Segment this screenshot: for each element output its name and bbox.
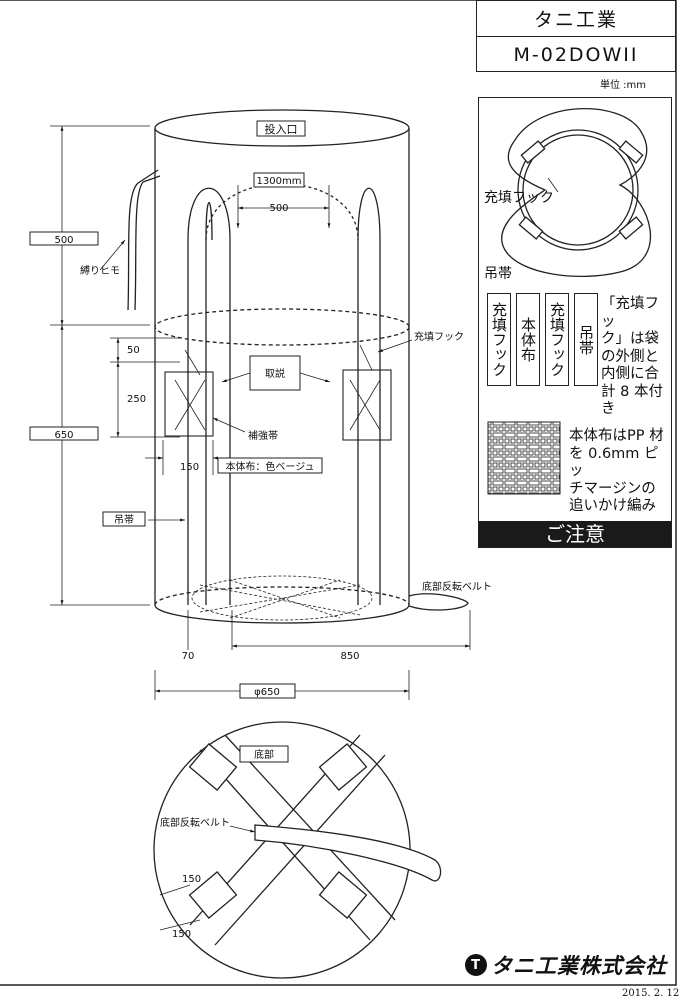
manual-label: 取説 (265, 367, 285, 380)
dim-850: 850 (340, 651, 359, 662)
notes-panel: 充填フック 本体布 充填フック 吊帯 「充填フッ ク」は袋 の外側と 内側に合 … (478, 97, 672, 548)
hook-note-line: ク」は袋 (601, 331, 659, 347)
tie-string-label: 縛りヒモ (80, 264, 120, 277)
fabric-note-line: チマージンの (569, 480, 656, 497)
dim-70: 70 (182, 651, 195, 662)
caution-banner: ご注意 (479, 521, 671, 547)
hook-note: 「充填フッ ク」は袋 の外側と 内側に合 計 8 本付き (601, 296, 671, 419)
inlet-label: 投入口 (265, 122, 298, 136)
dimension-lines (50, 125, 471, 700)
fabric-note: 本体布はPP 材 を 0.6mm ピッ チマージンの 追いかけ編み (569, 428, 671, 516)
fill-hook-label: 充填フック (414, 330, 464, 343)
hook-note-line: 計 8 本付き (601, 383, 663, 418)
hook-note-line: の外側と (601, 348, 659, 365)
hook-note-line: 「充填フッ (601, 296, 659, 330)
diameter-label: φ650 (254, 687, 280, 698)
bottom-label: 底部 (254, 748, 274, 761)
dim-150-a: 150 (182, 874, 201, 885)
dim-650-side: 650 (54, 430, 73, 441)
weave-swatch (487, 421, 561, 495)
dim-250: 250 (127, 394, 146, 405)
hook-note-line: 内側に合 (601, 366, 659, 382)
bag-elevation (127, 109, 469, 624)
fabric-color-label: 本体布：色ベージュ (225, 460, 314, 473)
sling-label: 吊帯 (484, 266, 512, 282)
unit-label: 単位 :mm (600, 80, 647, 91)
fabric-note-line: を 0.6mm ピッ (569, 445, 659, 480)
logo-text: タニ工業株式会社 (491, 954, 667, 978)
company-logo: T タニ工業株式会社 (465, 950, 667, 980)
dim-1300: 1300mm (257, 176, 302, 187)
dim-150: 150 (180, 462, 199, 473)
dim-500-inner: 500 (269, 203, 288, 214)
title-block: タニ工業 M-02DOWII (476, 0, 676, 72)
dim-50: 50 (127, 345, 140, 356)
layer-label: 充填フック (487, 293, 511, 386)
bottom-belt-label-2: 底部反転ベルト (160, 816, 230, 829)
bottom-plan (153, 721, 442, 979)
model-number: M-02DOWII (477, 36, 675, 72)
hook-label: 充填フック (484, 190, 554, 206)
frame-border (0, 0, 677, 986)
dim-500-side: 500 (54, 235, 73, 246)
layer-label: 充填フック (545, 293, 569, 386)
company-name: タニ工業 (533, 9, 618, 31)
drawing-labels: 投入口 1300mm 500 500 縛りヒモ 充填フック 50 250 取説 … (29, 120, 492, 940)
dim-150-b: 150 (172, 929, 191, 940)
fabric-note-line: 本体布はPP 材 (569, 428, 664, 444)
reinforce-label: 補強帯 (248, 429, 278, 442)
sling-label-main: 吊帯 (114, 513, 134, 526)
layer-label: 本体布 (516, 293, 540, 386)
bottom-belt-label: 底部反転ベルト (422, 580, 492, 593)
fabric-note-line: 追いかけ編み (569, 498, 656, 514)
hook-diagram (501, 107, 652, 277)
layer-label: 吊帯 (574, 293, 598, 386)
drawing-date: 2015. 2. 12 (622, 988, 680, 999)
logo-mark-icon: T (465, 954, 487, 976)
